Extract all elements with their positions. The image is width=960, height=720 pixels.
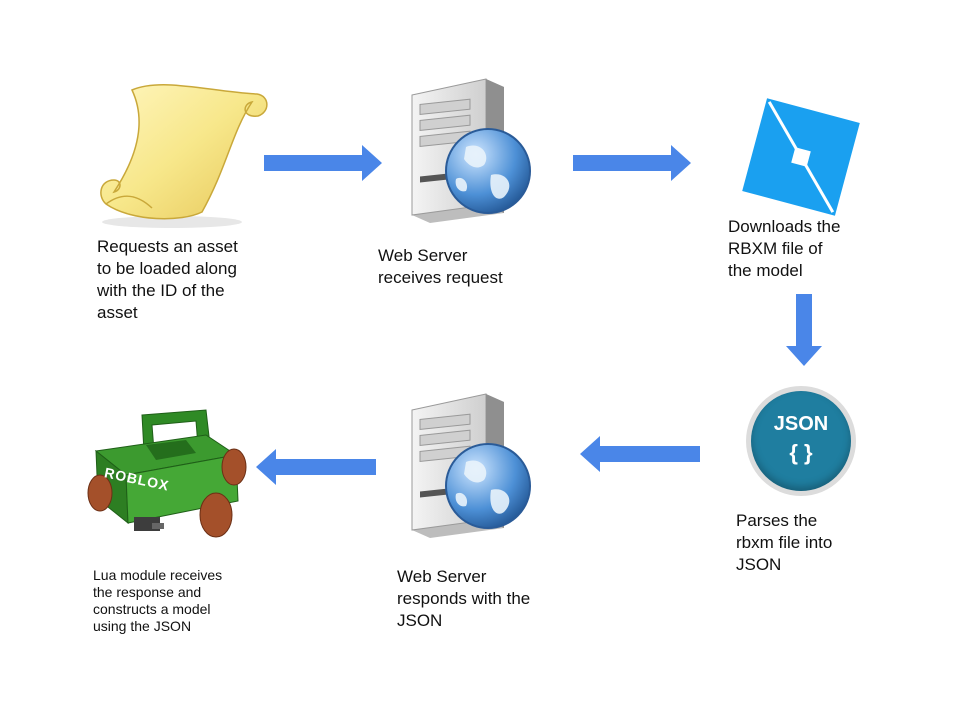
web-server-globe-icon	[411, 393, 531, 538]
arrow-server-to-lua	[256, 449, 376, 485]
roblox-logo-icon	[742, 98, 860, 216]
request-label: Requests an asset to be loaded along wit…	[97, 237, 238, 322]
json-icon-text: JSON	[773, 413, 829, 435]
roblox-jeep-model-icon: ROBLOX	[86, 405, 256, 555]
web-server-receive-label: Web Server receives request	[378, 246, 503, 287]
parse-label: Parses the rbxm file into JSON	[736, 511, 833, 574]
scroll-icon	[100, 84, 268, 228]
arrow-server-to-download	[573, 145, 691, 181]
lua-module-label: Lua module receives the response and con…	[93, 567, 223, 634]
arrow-request-to-server	[264, 145, 382, 181]
json-icon: JSON { }	[746, 386, 856, 496]
arrow-download-to-parse	[786, 294, 822, 366]
arrow-parse-to-server	[580, 436, 700, 472]
web-server-respond-label: Web Server responds with the JSON	[397, 567, 531, 630]
json-icon-braces: { }	[789, 440, 813, 465]
web-server-globe-icon	[411, 78, 531, 223]
download-label: Downloads the RBXM file of the model	[728, 217, 841, 280]
